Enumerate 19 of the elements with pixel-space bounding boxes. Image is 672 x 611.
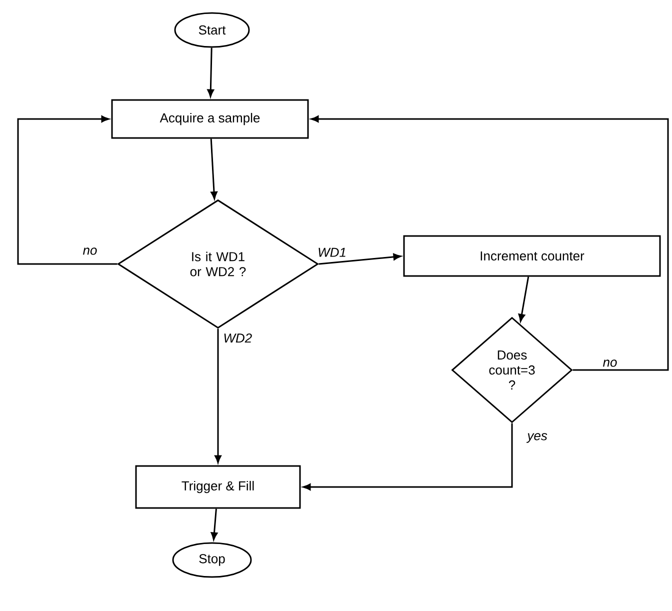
edge-label: WD2 bbox=[222, 332, 254, 344]
arrow bbox=[17, 116, 118, 265]
arrow bbox=[518, 276, 530, 322]
arrow bbox=[214, 328, 222, 464]
arrow bbox=[207, 48, 214, 98]
edge-label: yes bbox=[526, 432, 548, 444]
arrow bbox=[210, 138, 218, 200]
arrow bbox=[318, 254, 402, 265]
edge-label: WD1 bbox=[316, 246, 348, 258]
terminal-oval: Stop bbox=[172, 542, 252, 578]
process-box: Trigger & Fill bbox=[135, 465, 301, 509]
process-box: Acquire a sample bbox=[111, 99, 309, 139]
arrow bbox=[302, 423, 513, 490]
edge-label: no bbox=[602, 358, 618, 368]
edge-label: no bbox=[82, 246, 98, 256]
process-box: Increment counter bbox=[403, 235, 661, 277]
arrow bbox=[210, 508, 218, 540]
arrow bbox=[310, 116, 669, 371]
terminal-oval: Start bbox=[174, 12, 250, 48]
